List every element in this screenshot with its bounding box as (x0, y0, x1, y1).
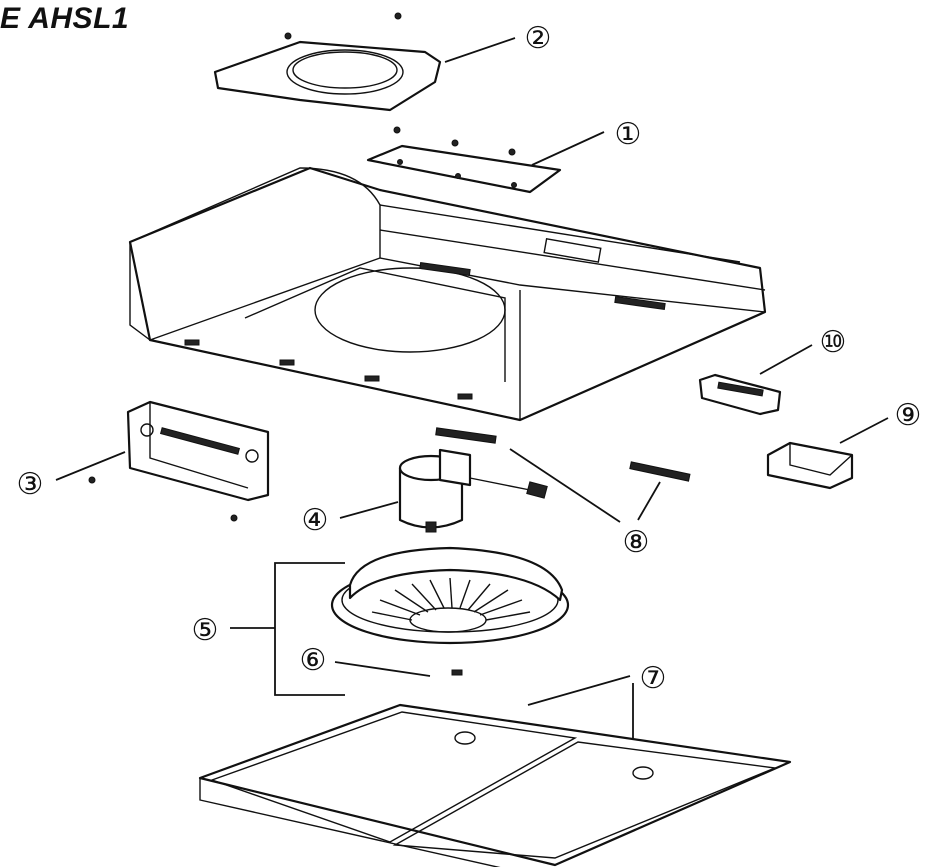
part-hood-body (128, 166, 767, 422)
part-motor (398, 448, 548, 533)
callout-6: ⑥ (300, 643, 327, 678)
svg-text:②: ② (525, 21, 552, 56)
part-power-box (766, 441, 854, 490)
part-fan-wheel (330, 546, 570, 645)
callout-9: ⑨ (895, 398, 922, 433)
part-duct-collar-plate (213, 12, 442, 112)
callout-7: ⑦ (640, 661, 667, 696)
svg-text:⑥: ⑥ (300, 643, 327, 678)
leader-lines (55, 37, 889, 738)
callout-1: ① (615, 117, 642, 152)
part-filter-clips (435, 427, 691, 482)
part-switch-bracket (698, 373, 782, 416)
svg-text:⑦: ⑦ (640, 661, 667, 696)
svg-text:③: ③ (17, 467, 44, 502)
model-title: E AHSL1 (0, 2, 130, 35)
callout-8: ⑧ (623, 525, 650, 560)
callout-2: ② (525, 21, 552, 56)
svg-text:⑩: ⑩ (820, 325, 847, 360)
svg-text:⑧: ⑧ (623, 525, 650, 560)
callout-10: ⑩ (820, 325, 847, 360)
svg-text:①: ① (615, 117, 642, 152)
part-light-housing (88, 400, 270, 522)
callout-5: ⑤ (192, 613, 219, 648)
part-grease-filters (198, 703, 792, 867)
svg-text:⑨: ⑨ (895, 398, 922, 433)
callout-4: ④ (302, 503, 329, 538)
part-nut (451, 669, 463, 676)
part-top-cover-plate (366, 126, 562, 194)
svg-text:④: ④ (302, 503, 329, 538)
svg-text:⑤: ⑤ (192, 613, 219, 648)
callout-3: ③ (17, 467, 44, 502)
